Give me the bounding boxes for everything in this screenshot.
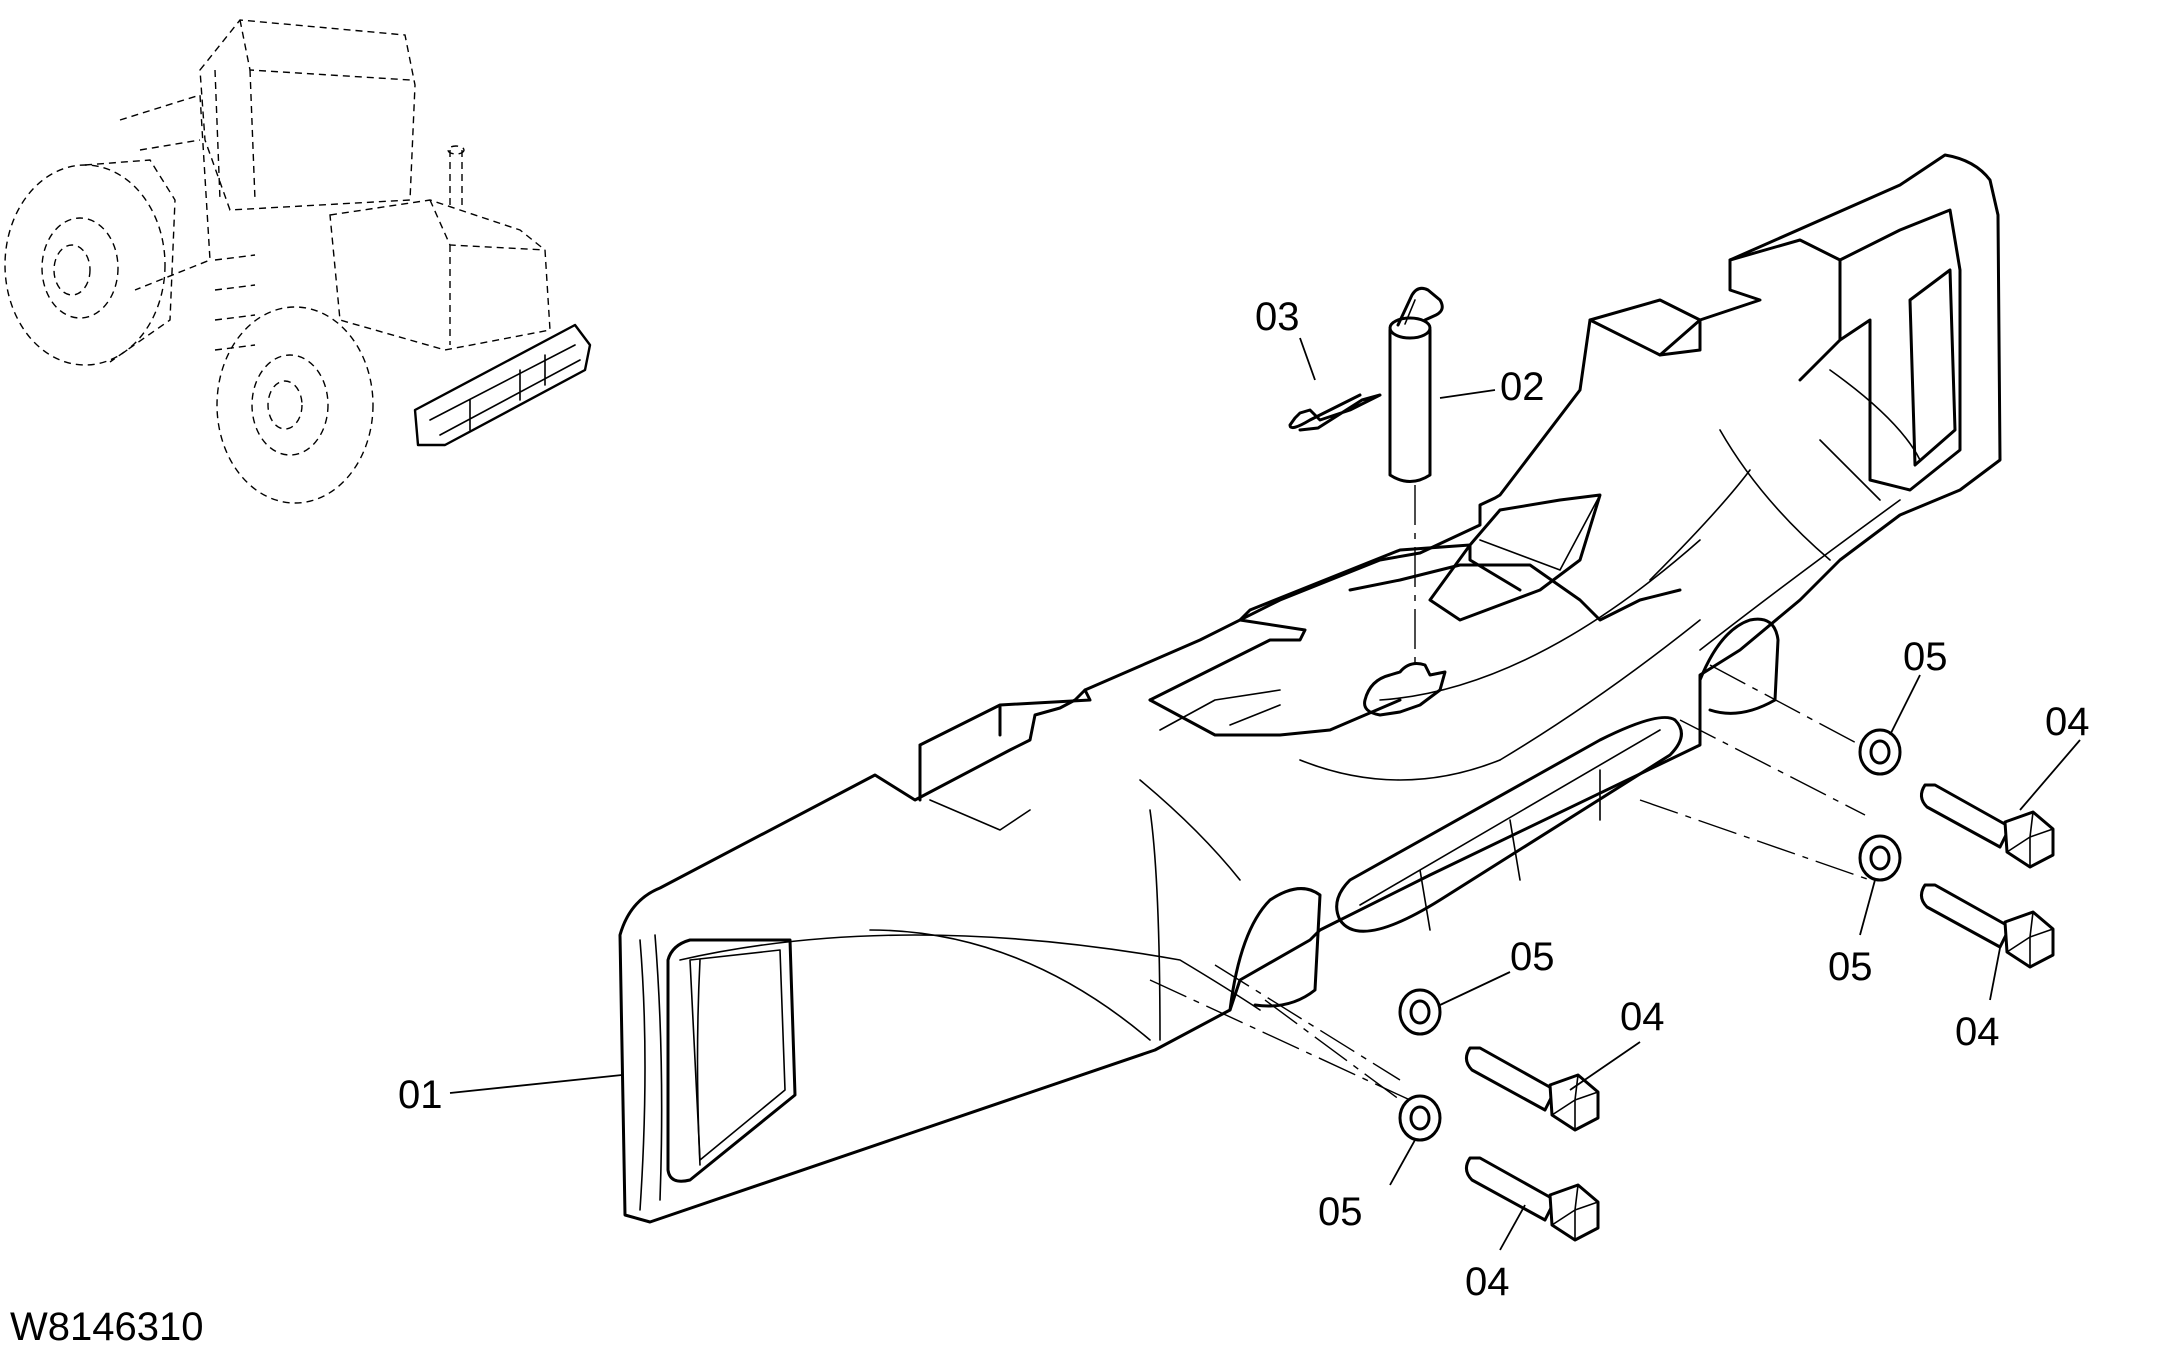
leader-02 [1439,389,1496,399]
leader-05a [1439,971,1511,1006]
callout-05a: 05 [1510,935,1555,979]
callout-04d: 04 [1955,1010,2000,1054]
pin-hole [1363,662,1447,717]
callout-05c: 05 [1903,635,1948,679]
washer-part-05 [1398,728,1902,1142]
pin-part-02 [1388,286,1444,483]
counterweight-part-01 [618,153,2002,1224]
leader-05b [1389,1139,1416,1186]
leader-05c [1889,674,1921,736]
callout-03: 03 [1255,295,1300,339]
leader-05d [1859,879,1876,936]
leader-04c [2019,739,2081,811]
callout-04a: 04 [1620,995,1665,1039]
callout-05d: 05 [1828,945,1873,989]
figure-id: W8146310 [10,1305,203,1349]
bolt-part-04 [1465,783,2055,1242]
clip-part-03 [1288,393,1382,432]
leader-lines [449,337,2081,1251]
callout-02: 02 [1500,365,1545,409]
leader-04d [1989,947,2001,1001]
callout-05b: 05 [1318,1190,1363,1234]
callout-labels: 01 02 03 04 04 04 04 05 05 05 05 [398,295,2090,1304]
leader-01 [449,1074,623,1094]
leader-04a [1569,1041,1641,1091]
callout-04c: 04 [2045,700,2090,744]
machine-overview-inset [4,19,592,504]
callout-04b: 04 [1465,1260,1510,1304]
callout-01: 01 [398,1073,443,1117]
fastener-group [1149,664,2055,1242]
inset-counterweight [413,323,592,447]
leader-03 [1299,337,1316,381]
leader-04b [1499,1204,1526,1251]
